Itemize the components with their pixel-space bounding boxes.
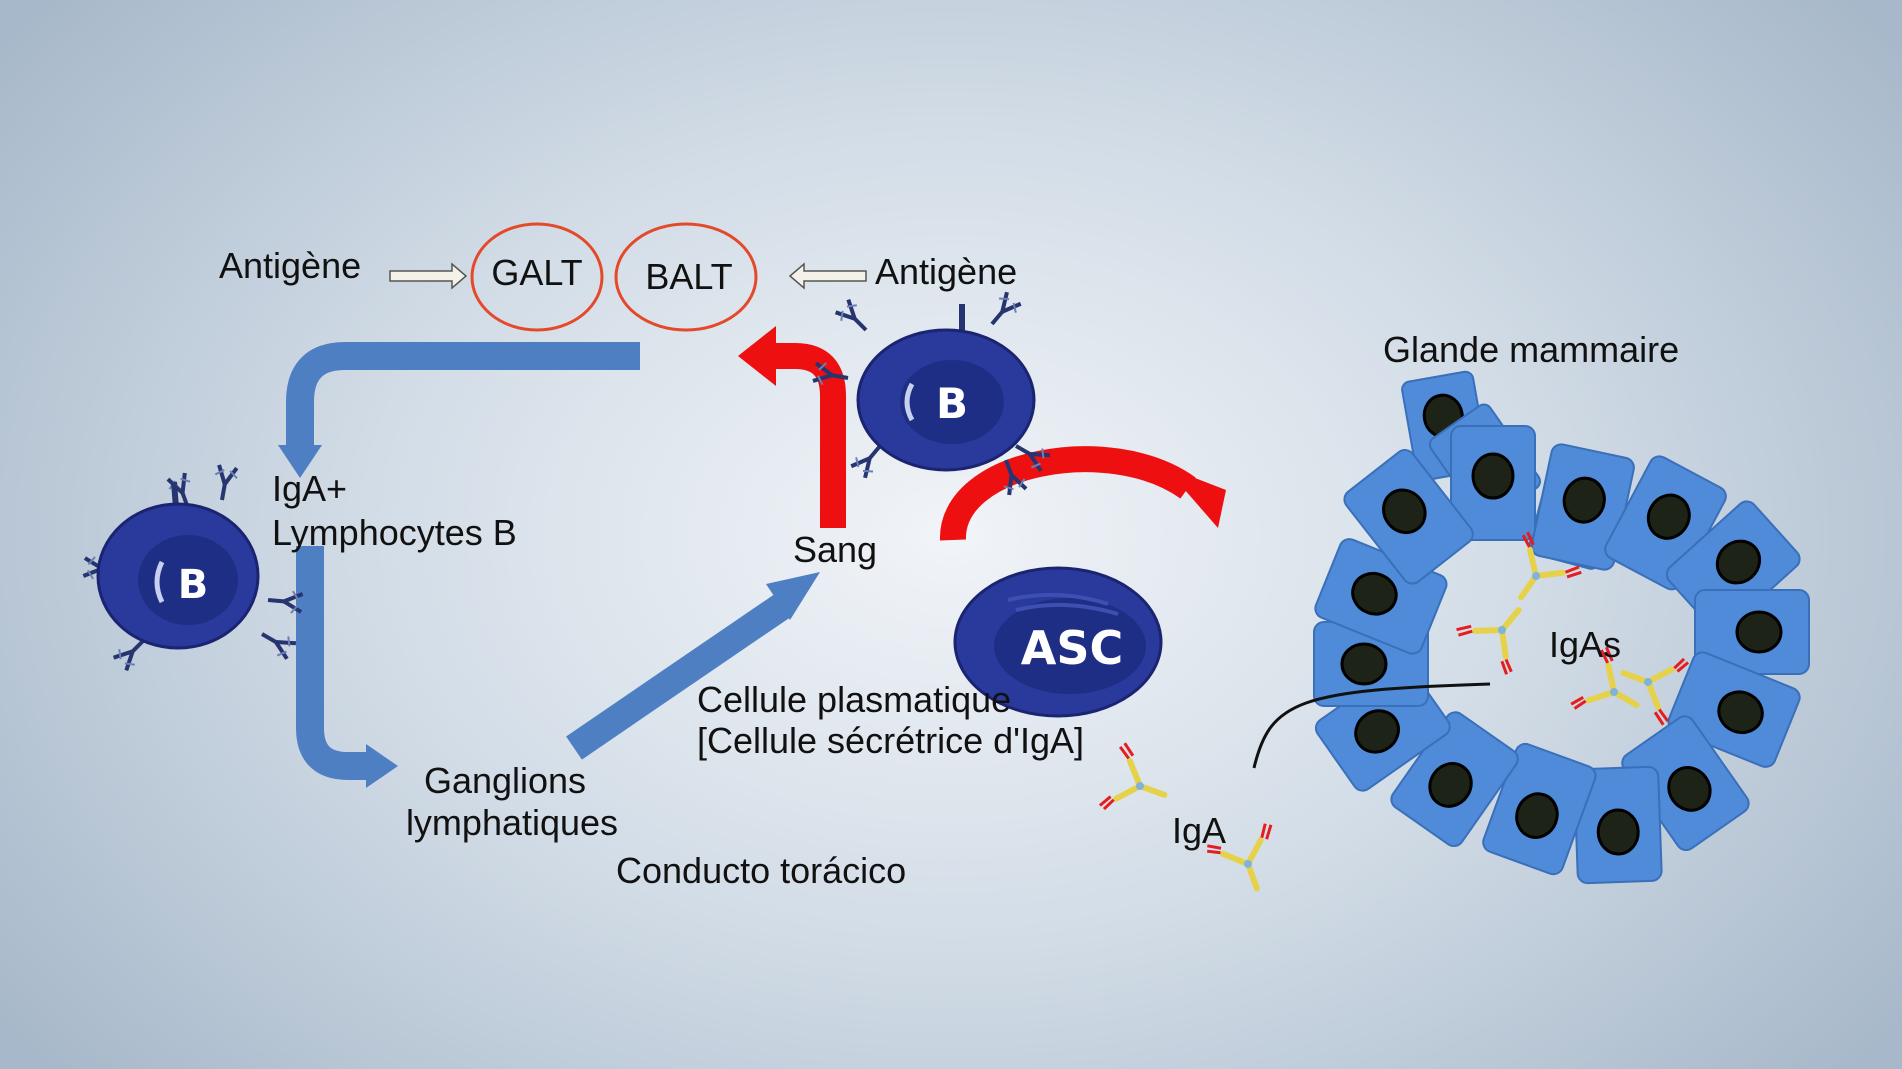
iga-label: IgA <box>1172 810 1226 851</box>
igas-label: IgAs <box>1549 624 1621 665</box>
b-cell-left: B <box>81 462 305 672</box>
blood-arrow-to-asc <box>940 446 1226 541</box>
galt-label: GALT <box>491 252 582 293</box>
asc-plasma-cell: ASC <box>953 566 1163 718</box>
galt-circle <box>470 222 604 332</box>
asc-letter: ASC <box>1021 621 1124 675</box>
plasma-cell-label-line2: [Cellule sécrétrice d'IgA] <box>697 720 1084 761</box>
flow-arrow-thoracic-duct <box>566 572 820 760</box>
mammary-gland <box>1313 370 1810 885</box>
epithelial-cell <box>1604 455 1727 591</box>
antigen-arrow-right-icon <box>389 262 468 290</box>
b-cell-top-letter: B <box>936 379 968 428</box>
plasma-cell-label-line1: Cellule plasmatique <box>697 679 1011 720</box>
epithelial-cell <box>1390 711 1519 848</box>
balt-circle <box>614 222 758 332</box>
lymph-nodes-label-line2: lymphatiques <box>406 802 618 843</box>
thoracic-duct-label: Conducto torácico <box>616 850 906 891</box>
epithelial-cell <box>1343 449 1474 585</box>
lymphocytes-b-label: Lymphocytes B <box>272 512 517 553</box>
epithelial-cell <box>1694 589 1810 675</box>
lymph-nodes-label-line1: Ganglions <box>424 760 586 801</box>
duct-line <box>1252 682 1491 769</box>
epithelial-cell <box>1450 425 1536 541</box>
antigen-arrow-left-icon <box>788 262 867 290</box>
epithelial-cell <box>1573 765 1663 885</box>
antibody-iga-1-icon <box>1098 742 1176 827</box>
mammary-gland-label: Glande mammaire <box>1383 329 1679 370</box>
iga-plus-label: IgA+ <box>272 468 347 509</box>
antigen-left-label: Antigène <box>219 245 361 286</box>
flow-arrow-bcell-to-lymph-nodes <box>296 546 398 788</box>
b-cell-top: B <box>810 288 1053 498</box>
b-cell-left-letter: B <box>178 562 209 608</box>
flow-arrow-galt-to-bcell <box>278 342 640 478</box>
blood-arrow-up <box>738 326 846 528</box>
sang-label: Sang <box>793 529 877 570</box>
epithelial-cell <box>1482 742 1597 876</box>
antigen-right-label: Antigène <box>875 251 1017 292</box>
balt-label: BALT <box>645 256 732 297</box>
